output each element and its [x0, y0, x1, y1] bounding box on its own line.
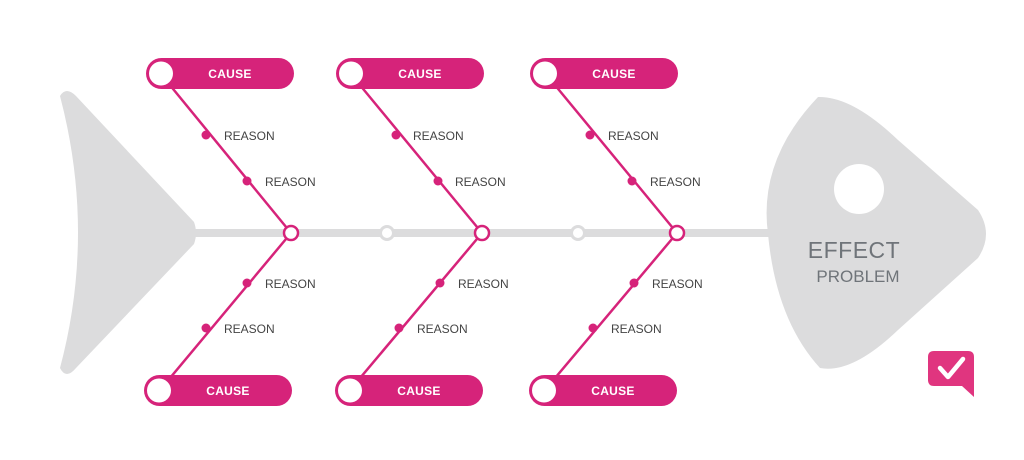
junction-dot	[282, 224, 300, 242]
cause-label: CAUSE	[208, 67, 252, 81]
branch-group-3: CAUSE CAUSE REASON REASON REASON REASON	[529, 58, 703, 406]
reason-dot	[242, 278, 252, 288]
spine-dot	[570, 225, 586, 241]
cause-bone	[544, 72, 678, 234]
reason-label: REASON	[652, 277, 703, 291]
reason-label: REASON	[224, 129, 275, 143]
cause-label: CAUSE	[591, 384, 635, 398]
spine-dot	[379, 225, 395, 241]
cause-pill: CAUSE	[146, 58, 294, 89]
reason-label: REASON	[458, 277, 509, 291]
cause-label: CAUSE	[592, 67, 636, 81]
reason-dot	[391, 130, 401, 140]
reason-dot	[588, 323, 598, 333]
reason-label: REASON	[455, 175, 506, 189]
spine-dots	[379, 225, 586, 241]
cause-bone	[349, 232, 483, 391]
reason-label: REASON	[608, 129, 659, 143]
reason-label: REASON	[224, 322, 275, 336]
cause-bone	[349, 72, 483, 234]
reason-dot	[394, 323, 404, 333]
reason-label: REASON	[650, 175, 701, 189]
fish-tail	[60, 91, 196, 374]
cause-label: CAUSE	[397, 384, 441, 398]
cause-pill: CAUSE	[144, 375, 292, 406]
cause-pill: CAUSE	[530, 58, 678, 89]
checkmark-chat-icon	[928, 351, 974, 397]
cause-label: CAUSE	[398, 67, 442, 81]
cause-bone	[159, 232, 292, 391]
cause-pill: CAUSE	[336, 58, 484, 89]
reason-dot	[201, 323, 211, 333]
cause-label: CAUSE	[206, 384, 250, 398]
reason-label: REASON	[413, 129, 464, 143]
junction-dot	[473, 224, 491, 242]
reason-dot	[433, 176, 443, 186]
branch-group-1: CAUSE CAUSE REASON REASON REASON REASON	[144, 58, 316, 406]
junction-dot	[668, 224, 686, 242]
cause-bone	[159, 72, 292, 234]
reason-label: REASON	[611, 322, 662, 336]
cause-pill: CAUSE	[529, 375, 677, 406]
effect-title: EFFECT	[808, 237, 900, 263]
reason-dot	[585, 130, 595, 140]
reason-dot	[629, 278, 639, 288]
fish-eye	[834, 164, 884, 214]
cause-bone	[544, 232, 678, 391]
reason-dot	[435, 278, 445, 288]
reason-label: REASON	[265, 277, 316, 291]
effect-subtitle: PROBLEM	[816, 267, 899, 286]
branch-group-2: CAUSE CAUSE REASON REASON REASON REASON	[335, 58, 509, 406]
cause-pill: CAUSE	[335, 375, 483, 406]
reason-label: REASON	[417, 322, 468, 336]
reason-dot	[201, 130, 211, 140]
reason-dot	[242, 176, 252, 186]
reason-dot	[627, 176, 637, 186]
reason-label: REASON	[265, 175, 316, 189]
fish-head	[766, 96, 986, 369]
